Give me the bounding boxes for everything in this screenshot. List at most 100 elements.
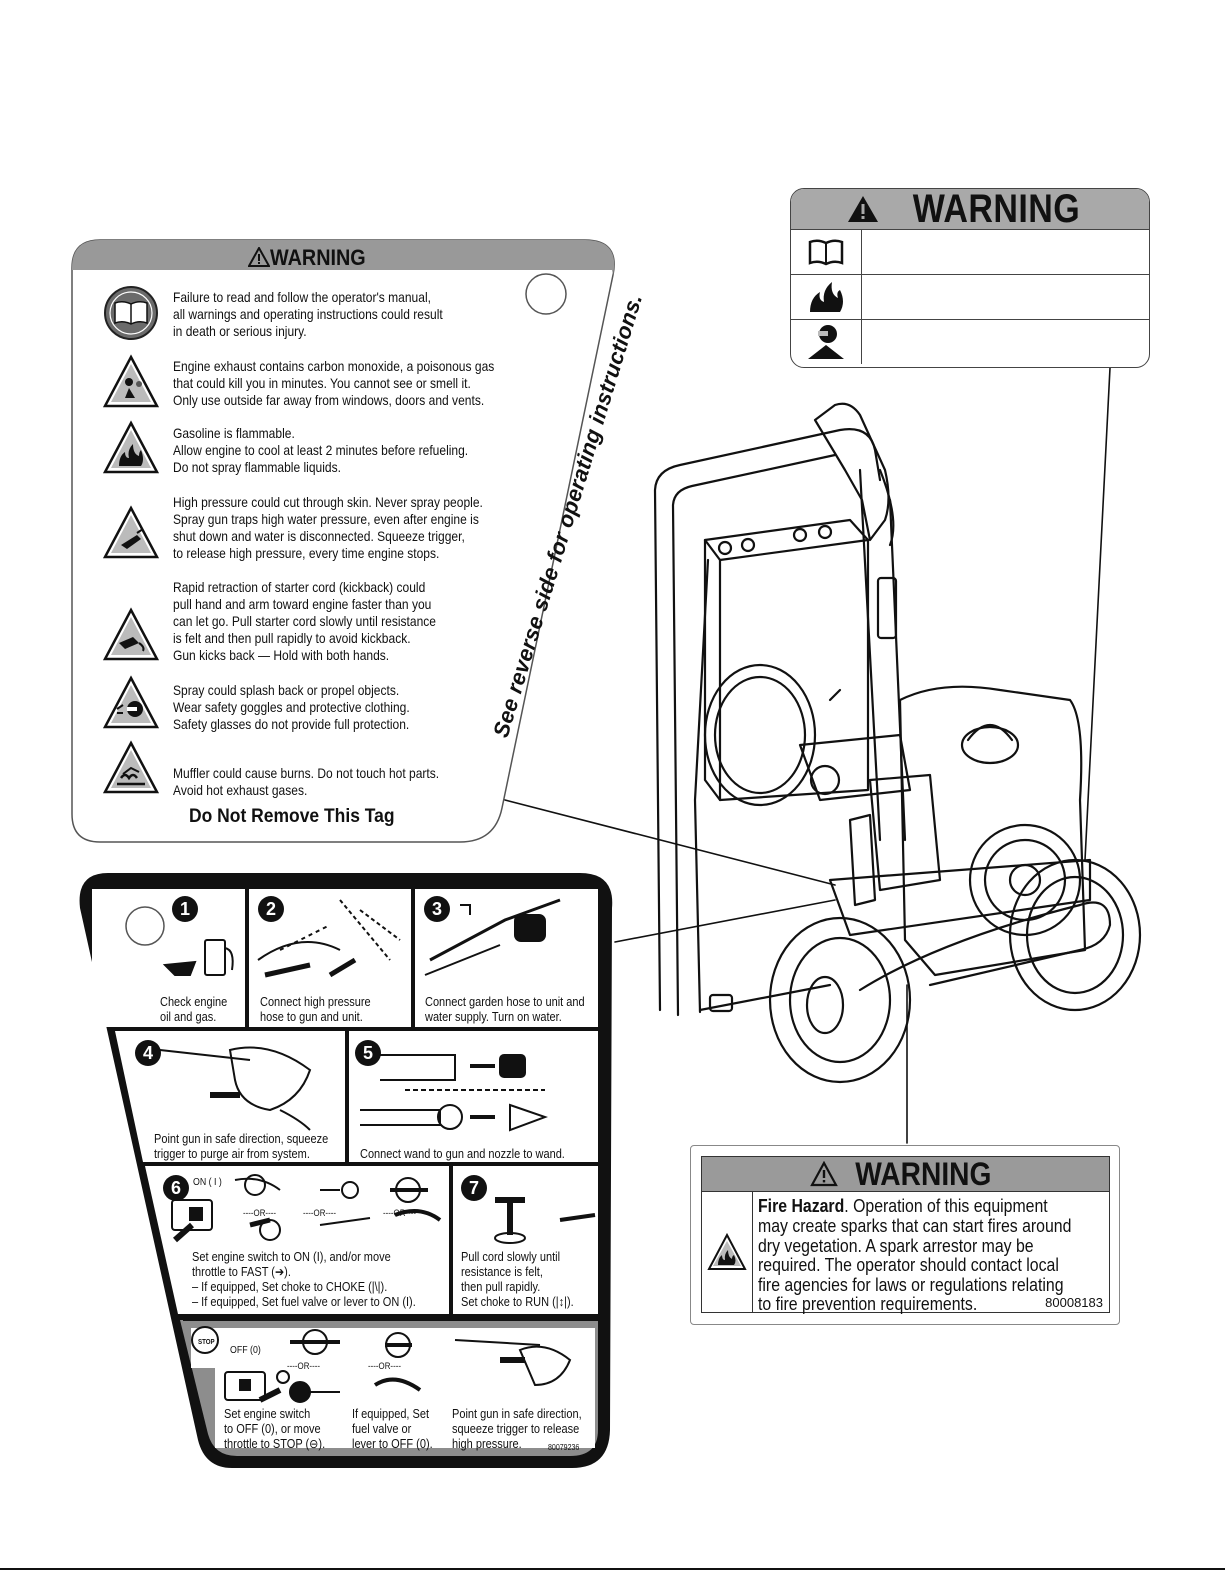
- goggles-icon: [808, 325, 844, 359]
- fire-hazard-label: WARNING Fire Hazard. Operation of this e…: [690, 1145, 1120, 1325]
- tag-item-1-line-1: Failure to read and follow the operator'…: [173, 289, 431, 305]
- step-5-number: 5: [355, 1040, 381, 1066]
- tag-item-1-line-3: in death or serious injury.: [173, 323, 307, 339]
- step-2-caption-2: hose to gun and unit.: [260, 1010, 363, 1024]
- manual-icon: [808, 239, 844, 266]
- fire-hazard-lead: Fire Hazard: [758, 1196, 845, 1216]
- hot-surface-icon: [103, 740, 159, 794]
- stop-caption-a-2: to OFF (0), or move: [224, 1422, 321, 1436]
- fire-icon: [103, 420, 159, 474]
- tag-item-6-line-3: Safety glasses do not provide full prote…: [173, 716, 410, 732]
- fire-hazard-line-2: may create sparks that can start fires a…: [758, 1216, 1072, 1236]
- step-3-caption-1: Connect garden hose to unit and: [425, 995, 585, 1009]
- tag-item-2-line-2: that could kill you in minutes. You cann…: [173, 375, 471, 391]
- tag-item-7-line-2: Avoid hot exhaust gases.: [173, 782, 308, 798]
- warning-triangle-icon: [810, 1161, 839, 1187]
- tag-item-5-line-4: is felt and then pull rapidly to avoid k…: [173, 630, 411, 646]
- stop-caption-b-2: fuel valve or: [352, 1422, 412, 1436]
- step-6-caption-2: throttle to FAST (➔).: [192, 1265, 291, 1279]
- tag-item-5-line-5: Gun kicks back — Hold with both hands.: [173, 647, 390, 663]
- stop-caption-c-3: high pressure.: [452, 1437, 522, 1451]
- step-6-caption-4: – If equipped, Set fuel valve or lever t…: [192, 1295, 416, 1309]
- fire-hazard-line-1-text: . Operation of this equipment: [844, 1196, 1048, 1216]
- step-6-caption-3: – If equipped, Set choke to CHOKE (|\|).: [192, 1280, 388, 1294]
- stop-code: 80079236: [548, 1443, 580, 1452]
- step-6-switch-label: ON ( I ): [193, 1177, 222, 1188]
- step-7-caption-3: then pull rapidly.: [461, 1280, 541, 1294]
- tag-item-5-line-2: pull hand and arm toward engine faster t…: [173, 596, 432, 612]
- fire-hazard-header: WARNING: [702, 1155, 1109, 1192]
- step-3-caption-2: water supply. Turn on water.: [425, 1010, 562, 1024]
- tag-title: WARNING: [270, 245, 366, 270]
- stop-badge: STOP: [198, 1339, 215, 1346]
- top-warning-title: WARNING: [912, 188, 1080, 231]
- tag-item-2-line-3: Only use outside far away from windows, …: [173, 392, 485, 408]
- fire-hazard-line-5: fire agencies for laws or regulations re…: [758, 1275, 1064, 1295]
- step-7-number: 7: [461, 1175, 487, 1201]
- kickback-icon: [103, 607, 159, 661]
- stop-or-1: ----OR----: [287, 1361, 320, 1371]
- step-1-caption-1: Check engine: [160, 995, 228, 1009]
- step-2-number: 2: [258, 896, 284, 922]
- stop-caption-b-3: lever to OFF (0).: [352, 1437, 433, 1451]
- fire-hazard-code: 80008183: [1045, 1295, 1103, 1310]
- tag-item-7-line-1: Muffler could cause burns. Do not touch …: [173, 765, 440, 781]
- tag-item-5-line-1: Rapid retraction of starter cord (kickba…: [173, 579, 426, 595]
- step-6-or-3: ----OR----: [383, 1208, 416, 1218]
- step-6-number: 6: [163, 1175, 189, 1201]
- step-4-number: 4: [135, 1040, 161, 1066]
- splash-icon: [103, 675, 159, 729]
- stop-switch-label: OFF (0): [230, 1345, 261, 1356]
- step-4-caption-1: Point gun in safe direction, squeeze: [154, 1132, 329, 1146]
- step-3-number: 3: [424, 896, 450, 922]
- stop-caption-b-1: If equipped, Set: [352, 1407, 430, 1421]
- fire-icon: [810, 282, 843, 312]
- stop-caption-c-2: squeeze trigger to release: [452, 1422, 580, 1436]
- step-2-caption-1: Connect high pressure: [260, 995, 371, 1009]
- stop-caption-c-1: Point gun in safe direction,: [452, 1407, 582, 1421]
- fire-hazard-line-3: dry vegetation. A spark arrestor may be: [758, 1236, 1034, 1256]
- warning-triangle-icon: [847, 196, 878, 222]
- tag-item-6-line-2: Wear safety goggles and protective cloth…: [173, 699, 410, 715]
- stop-caption-a-3: throttle to STOP (⊖).: [224, 1437, 326, 1451]
- top-warning-row-manual: [791, 229, 1149, 274]
- fire-hazard-line-6: to fire prevention requirements.: [758, 1294, 978, 1314]
- fire-hazard-line-4: required. The operator should contact lo…: [758, 1255, 1059, 1275]
- top-warning-header: WARNING: [791, 188, 1149, 231]
- step-6-caption-1: Set engine switch to ON (I), and/or move: [192, 1250, 391, 1264]
- exhaust-icon: [103, 354, 159, 408]
- step-4-caption-2: trigger to purge air from system.: [154, 1147, 310, 1161]
- tag-item-4-line-1: High pressure could cut through skin. Ne…: [173, 494, 483, 510]
- tag-item-4-line-2: Spray gun traps high water pressure, eve…: [173, 511, 479, 527]
- high-pressure-icon: [103, 505, 159, 559]
- top-warning-row-fire: [791, 274, 1149, 319]
- tag-item-6-line-1: Spray could splash back or propel object…: [173, 682, 400, 698]
- tag-item-3-line-2: Allow engine to cool at least 2 minutes …: [173, 442, 469, 458]
- step-6-or-1: ----OR----: [243, 1208, 276, 1218]
- step-1-number: 1: [172, 896, 198, 922]
- top-warning-row-goggles: [791, 319, 1149, 364]
- tag-item-3-line-3: Do not spray flammable liquids.: [173, 459, 341, 475]
- step-7-caption-2: resistance is felt,: [461, 1265, 543, 1279]
- step-7-caption-4: Set choke to RUN (|↕|).: [461, 1295, 574, 1309]
- top-warning-label: WARNING: [790, 188, 1150, 368]
- page-bottom-rule: [0, 1568, 1225, 1570]
- tag-item-1-line-2: all warnings and operating instructions …: [173, 306, 443, 322]
- step-1-caption-2: oil and gas.: [160, 1010, 217, 1024]
- warning-triangle-icon: [248, 247, 270, 267]
- tag-item-2-line-1: Engine exhaust contains carbon monoxide,…: [173, 358, 495, 374]
- tag-item-4-line-3: shut down and water is disconnected. Squ…: [173, 528, 465, 544]
- manual-icon: [104, 286, 158, 340]
- fire-hazard-title: WARNING: [855, 1155, 992, 1192]
- tag-item-3-line-1: Gasoline is flammable.: [173, 425, 295, 441]
- fire-hazard-line-1: Fire Hazard. Operation of this equipment: [758, 1196, 1048, 1217]
- tag-item-4-line-4: to release high pressure, every time eng…: [173, 545, 440, 561]
- step-7-caption-1: Pull cord slowly until: [461, 1250, 561, 1264]
- step-5-caption-1: Connect wand to gun and nozzle to wand.: [360, 1147, 565, 1161]
- fire-icon: [707, 1233, 747, 1270]
- stop-caption-a-1: Set engine switch: [224, 1407, 311, 1421]
- step-6-or-2: ----OR----: [303, 1208, 336, 1218]
